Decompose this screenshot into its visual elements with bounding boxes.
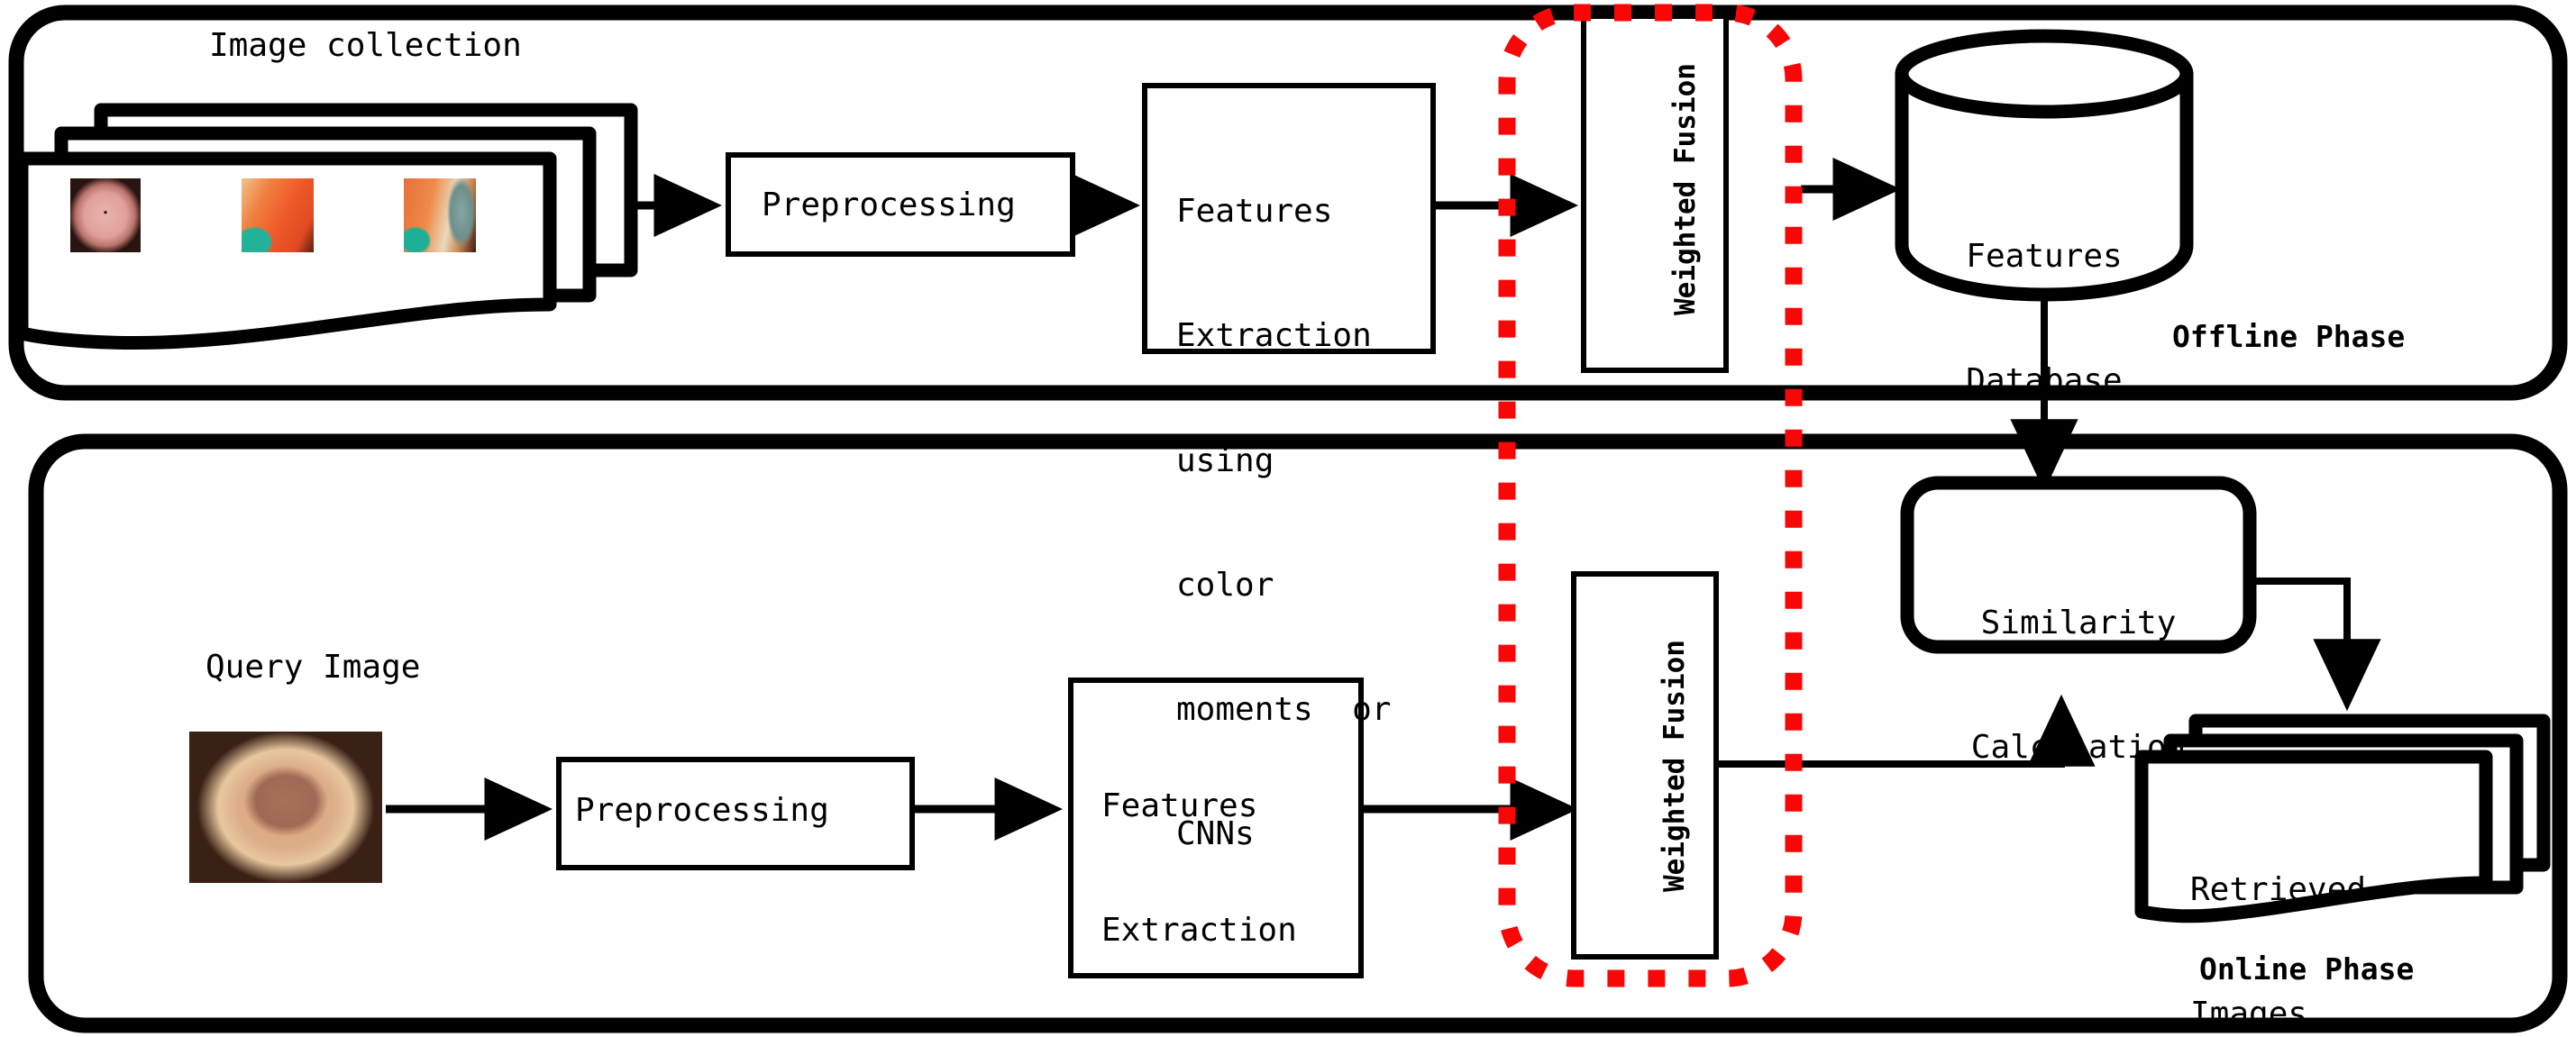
online-phase-panel bbox=[28, 433, 2568, 1033]
retrieved-images-card-front bbox=[2134, 750, 2493, 923]
weighted-fusion-highlight-box bbox=[1498, 4, 1803, 987]
online-weighted-fusion-box bbox=[1571, 571, 1719, 960]
features-database-cylinder-top bbox=[1895, 29, 2194, 119]
endoscopic-thumb-2 bbox=[242, 178, 314, 252]
connector-online-fusion-to-similarity bbox=[1718, 694, 2096, 768]
endoscopic-thumb-3 bbox=[404, 178, 476, 252]
online-preprocessing-box bbox=[556, 757, 915, 870]
endoscopic-query-thumb bbox=[189, 732, 382, 883]
endoscopic-thumb-1 bbox=[70, 178, 141, 252]
online-weighted-fusion-label: Weighted Fusion bbox=[1658, 640, 1691, 892]
offline-weighted-fusion-label: Weighted Fusion bbox=[1669, 63, 1702, 315]
similarity-calculation-box bbox=[1900, 476, 2257, 654]
connector-similarity-to-retrieved bbox=[2250, 578, 2381, 712]
offline-features-extraction-box bbox=[1142, 83, 1436, 354]
features-database-cylinder-body bbox=[1895, 67, 2194, 302]
offline-preprocessing-box bbox=[726, 152, 1075, 257]
offline-weighted-fusion-box bbox=[1581, 14, 1729, 373]
online-features-extraction-box bbox=[1068, 678, 1364, 978]
